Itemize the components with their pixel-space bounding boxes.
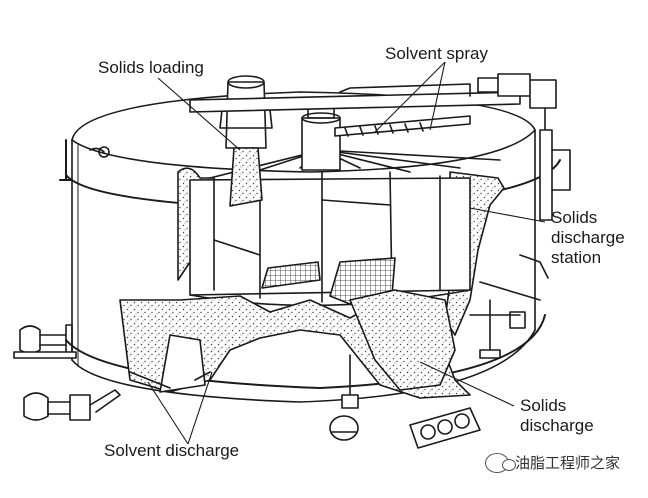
- label-line: Solids: [520, 396, 567, 415]
- spray-bar: [334, 115, 471, 137]
- pipe-left: [59, 139, 73, 181]
- discharge-conveyor: [409, 407, 481, 449]
- leader-lines: [147, 61, 546, 445]
- lower-pump: [23, 392, 49, 421]
- tank-bottom: [71, 329, 536, 403]
- label-solids-discharge: Solids discharge: [520, 396, 594, 436]
- tank-top-rim: [71, 91, 536, 141]
- wechat-icon: [485, 452, 516, 473]
- label-line: discharge: [551, 228, 625, 247]
- label-line: discharge: [520, 416, 594, 435]
- tank-band-lower: [65, 314, 546, 389]
- label-solvent-spray: Solvent spray: [385, 44, 488, 63]
- loading-material: [229, 147, 263, 207]
- watermark-text: 油脂工程师之家: [515, 454, 621, 472]
- discharge-valve: [341, 354, 359, 409]
- drive-motor: [477, 73, 557, 109]
- center-column: [301, 117, 341, 171]
- label-solids-loading: Solids loading: [98, 58, 204, 77]
- label-solids-discharge-station: Solids discharge station: [551, 208, 625, 268]
- label-solvent-discharge: Solvent discharge: [104, 441, 240, 460]
- loading-chute: [225, 81, 267, 149]
- watermark: 油脂工程师之家: [485, 452, 620, 473]
- side-mechanism: [469, 299, 526, 359]
- label-line: Solids: [551, 208, 598, 227]
- label-line: station: [551, 248, 602, 267]
- screen-floor-left: [261, 261, 321, 289]
- left-pump: [19, 325, 41, 354]
